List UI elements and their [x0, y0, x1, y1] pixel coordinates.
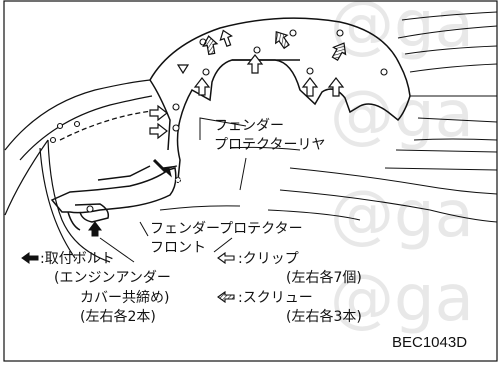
legend-clip-line1: :クリップ	[238, 251, 299, 267]
figure-id: BEC1043D	[392, 334, 468, 351]
legend-bolt-line4: (左右各2本)	[80, 309, 156, 325]
front-protector-label-line2: フロント	[150, 240, 206, 256]
rear-protector-label-line2: プロテクターリヤ	[214, 137, 326, 153]
rear-protector-label-line1: フェンダー	[214, 118, 284, 134]
dashed-edge-line	[59, 109, 161, 141]
bolt-arrows	[88, 158, 178, 237]
fastener-points	[49, 29, 388, 144]
legend-clip-line2: (左右各7個)	[286, 270, 362, 286]
rear-fender-protector-shape	[149, 17, 411, 181]
legend-bolt-line3: カバー共締め)	[80, 290, 170, 306]
watermark-4: @ga	[330, 262, 474, 336]
outline-arrow-left-icon	[217, 251, 235, 265]
clip-arrows	[149, 29, 345, 140]
legend-bolt-line2: (エンジンアンダー	[54, 270, 171, 286]
body-outline	[4, 79, 153, 263]
legend-screw-line2: (左右各3本)	[286, 309, 362, 325]
legend-bolt-line1: :取付ボルト	[40, 251, 115, 267]
filled-arrow-left-icon	[21, 252, 39, 264]
watermark-1: @ga	[330, 0, 474, 62]
legend-symbols	[21, 251, 235, 304]
legend-screw-line1: :スクリュー	[238, 290, 313, 306]
screw-arrows	[202, 31, 347, 61]
hatched-arrow-left-icon	[217, 290, 235, 304]
body-contour-lines	[159, 11, 498, 223]
leader-lines	[99, 117, 247, 263]
front-protector-label-line1: フェンダープロテクター	[150, 221, 303, 237]
